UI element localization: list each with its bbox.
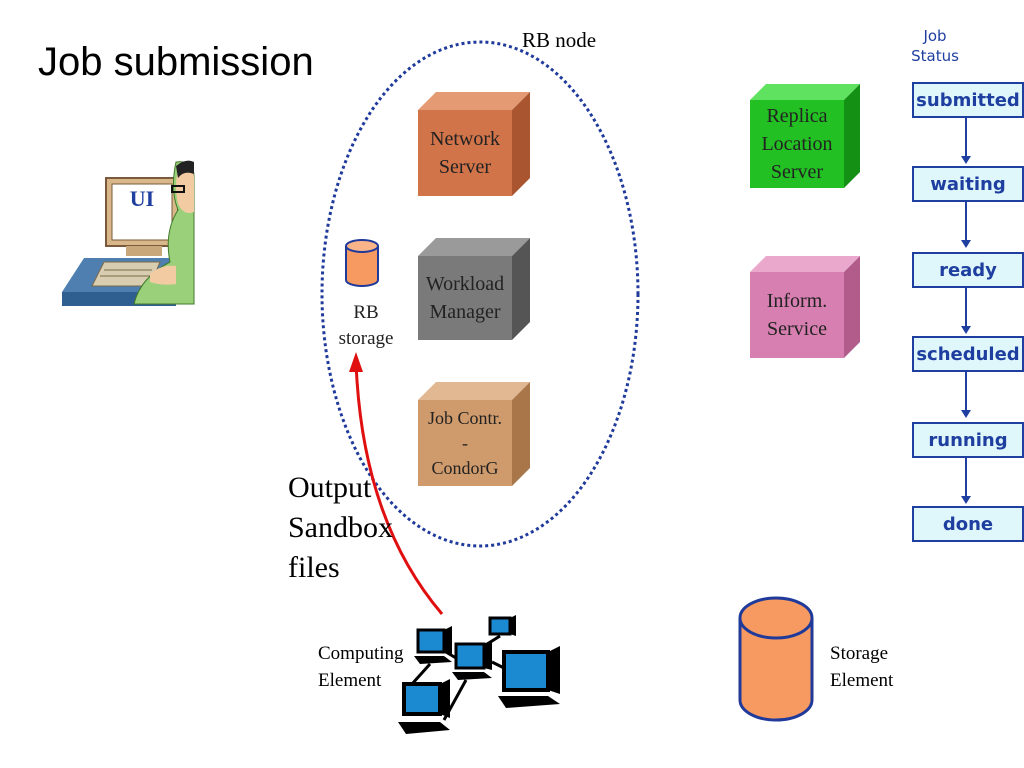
rb-node-label: RB node	[522, 28, 597, 52]
computing-element-illustration	[398, 615, 560, 734]
storage-element-cylinder	[738, 596, 814, 722]
rb-node-boundary	[320, 40, 640, 548]
workload-manager-cube	[418, 238, 530, 340]
ui-user-illustration	[62, 160, 195, 306]
status-submitted: submitted	[912, 82, 1024, 118]
output-sandbox-arrow	[354, 361, 444, 615]
page-title: Job submission	[38, 40, 314, 84]
job-controller-label: Job Contr.-CondorG	[427, 407, 502, 478]
output-sandbox-arrowhead	[349, 352, 363, 372]
status-scheduled: scheduled	[912, 336, 1024, 372]
rb-storage-cylinder	[345, 239, 379, 287]
network-server-cube	[418, 92, 530, 196]
information-service-cube	[750, 256, 860, 358]
job-status-arrows	[961, 118, 971, 504]
ui-label: UI	[129, 186, 155, 211]
status-ready: ready	[912, 252, 1024, 288]
status-done: done	[912, 506, 1024, 542]
information-service-label: Inform.Service	[766, 290, 828, 340]
replica-location-server-cube	[750, 84, 860, 188]
job-controller-cube	[418, 382, 530, 486]
status-running: running	[912, 422, 1024, 458]
status-waiting: waiting	[912, 166, 1024, 202]
